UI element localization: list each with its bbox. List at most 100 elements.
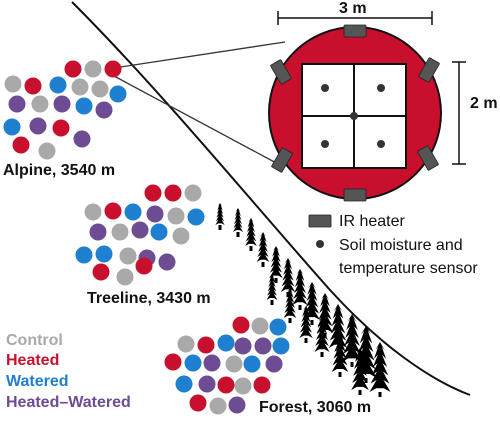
forest-plot-dot bbox=[203, 354, 221, 372]
forest-plot-dot bbox=[197, 336, 215, 354]
tree-trunk bbox=[270, 300, 274, 305]
ir-heater bbox=[271, 147, 293, 173]
forest-plot-dot bbox=[184, 354, 202, 372]
ir-heater bbox=[343, 24, 367, 38]
alpine-plot-cluster bbox=[3, 60, 127, 160]
alpine-plot-dot bbox=[38, 142, 56, 160]
soil-sensor-dot bbox=[377, 140, 385, 148]
treeline-plot-dot bbox=[144, 184, 162, 202]
conifer-tree-icon bbox=[316, 293, 334, 333]
soil-sensor-dot bbox=[350, 112, 358, 120]
alpine-plot-dot bbox=[4, 75, 22, 93]
legend-heated: Heated bbox=[6, 352, 60, 369]
conifer-tree-icon bbox=[299, 306, 313, 338]
treeline-plot-dot bbox=[75, 246, 93, 264]
treeline-plot-dot bbox=[172, 227, 190, 245]
alpine-plot-dot bbox=[64, 60, 82, 78]
forest-plot-dot bbox=[198, 375, 216, 393]
forest-plot-dot bbox=[234, 377, 252, 395]
conifer-tree-icon bbox=[283, 288, 297, 318]
conifer-tree-icon bbox=[232, 208, 244, 232]
treeline-plot-dot bbox=[184, 184, 202, 202]
ir-heater bbox=[343, 188, 367, 202]
conifer-tree-icon bbox=[351, 348, 369, 390]
treeline-plot-dot bbox=[164, 184, 182, 202]
legend-control: Control bbox=[6, 332, 63, 349]
legend-heated-watered: Heated–Watered bbox=[6, 394, 131, 411]
sensor-icon bbox=[316, 240, 324, 248]
width-dimension bbox=[277, 11, 433, 25]
tree-trunk bbox=[261, 262, 265, 267]
alpine-plot-dot bbox=[24, 77, 42, 95]
tree-trunk bbox=[320, 352, 324, 357]
treeline-plot-dot bbox=[89, 223, 107, 241]
forest-plot-dot bbox=[232, 316, 250, 334]
treeline-plot-dot bbox=[135, 257, 153, 275]
tree-trunk bbox=[338, 372, 342, 377]
forest-plot-dot bbox=[251, 317, 269, 335]
conifer-tree-icon bbox=[280, 258, 296, 292]
forest-plot-dot bbox=[265, 355, 283, 373]
conifer-tree-icon bbox=[369, 342, 391, 392]
conifer-tree-icon bbox=[269, 246, 283, 278]
soil-sensor-dot bbox=[321, 84, 329, 92]
ir-heater bbox=[418, 57, 440, 83]
tree-trunk bbox=[236, 232, 240, 237]
legend-watered: Watered bbox=[6, 373, 69, 390]
soil-sensor-dot bbox=[321, 140, 329, 148]
alpine-plot-dot bbox=[71, 78, 89, 96]
alpine-plot-dot bbox=[104, 60, 122, 78]
treeline-plot-dot bbox=[131, 221, 149, 239]
height-dimension bbox=[452, 61, 466, 165]
treeline-plot-dot bbox=[150, 223, 168, 241]
ir-heater bbox=[417, 145, 439, 171]
forest-plot-dot bbox=[175, 375, 193, 393]
forest-site-label: Forest, 3060 m bbox=[259, 399, 372, 416]
alpine-plot-dot bbox=[31, 95, 49, 113]
heater-key-label: IR heater bbox=[339, 213, 405, 230]
tree-trunk bbox=[298, 305, 302, 310]
treeline-plot-cluster bbox=[75, 184, 205, 286]
tree-trunk bbox=[358, 390, 362, 395]
forest-plot-dot bbox=[209, 397, 227, 415]
alpine-plot-dot bbox=[49, 76, 67, 94]
forest-plot-dot bbox=[164, 353, 182, 371]
alpine-plot-dot bbox=[73, 130, 91, 148]
treeline-plot-dot bbox=[104, 202, 122, 220]
forest-plot-dot bbox=[225, 355, 243, 373]
conifer-tree-icon bbox=[341, 314, 363, 362]
treeline-site-label: Treeline, 3430 m bbox=[87, 290, 211, 307]
tree-trunk bbox=[378, 392, 382, 397]
alpine-plot-dot bbox=[8, 95, 26, 113]
tree-trunk bbox=[310, 320, 314, 325]
tree-trunk bbox=[350, 362, 354, 367]
conifer-tree-icon bbox=[314, 316, 330, 352]
forest-plot-dot bbox=[254, 337, 272, 355]
treeline-plot-dot bbox=[158, 253, 176, 271]
conifer-tree-icon bbox=[256, 232, 270, 262]
alpine-plot-dot bbox=[84, 60, 102, 78]
alpine-plot-dot bbox=[3, 118, 21, 136]
conifer-tree-icon bbox=[266, 274, 278, 300]
forest-plot-dot bbox=[269, 318, 287, 336]
tree-trunk bbox=[288, 318, 292, 323]
alpine-plot-dot bbox=[53, 95, 71, 113]
treeline-plot-dot bbox=[116, 268, 134, 286]
plot-detail bbox=[268, 24, 442, 202]
treeline-plot-dot bbox=[111, 223, 129, 241]
ir-heater bbox=[270, 59, 292, 85]
alpine-plot-dot bbox=[29, 117, 47, 135]
tree-trunk bbox=[304, 338, 308, 343]
forest-plot-dot bbox=[272, 337, 290, 355]
treeline-plot-dot bbox=[84, 203, 102, 221]
treeline-plot-dot bbox=[124, 203, 142, 221]
conifer-forest bbox=[215, 203, 391, 397]
alpine-plot-dot bbox=[12, 136, 30, 154]
sensor-key-label-line2: temperature sensor bbox=[339, 260, 478, 277]
treeline-plot-dot bbox=[187, 208, 205, 226]
tree-trunk bbox=[218, 225, 222, 230]
treeline-plot-dot bbox=[167, 207, 185, 225]
treeline-plot-dot bbox=[146, 205, 164, 223]
conifer-tree-icon bbox=[215, 203, 225, 225]
